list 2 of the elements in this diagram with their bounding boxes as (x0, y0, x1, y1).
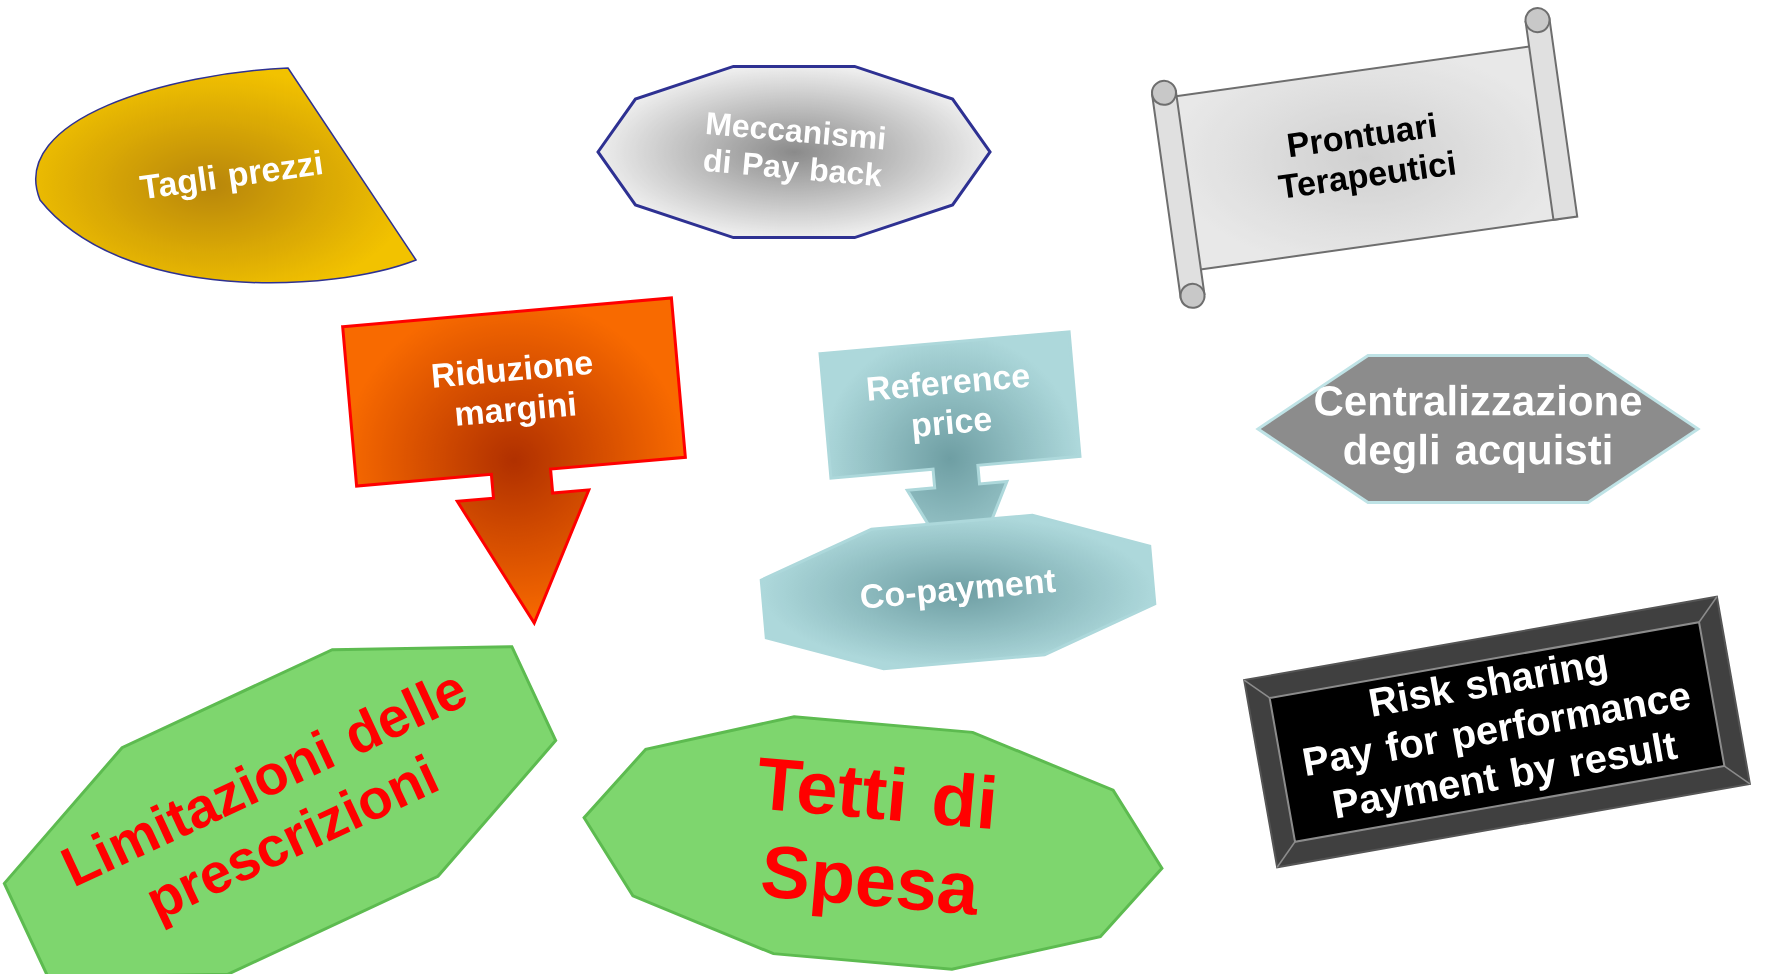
scroll-banner: Prontuari Terapeutici (1151, 7, 1579, 309)
arrow-callout: Riduzione margini (341, 296, 687, 627)
